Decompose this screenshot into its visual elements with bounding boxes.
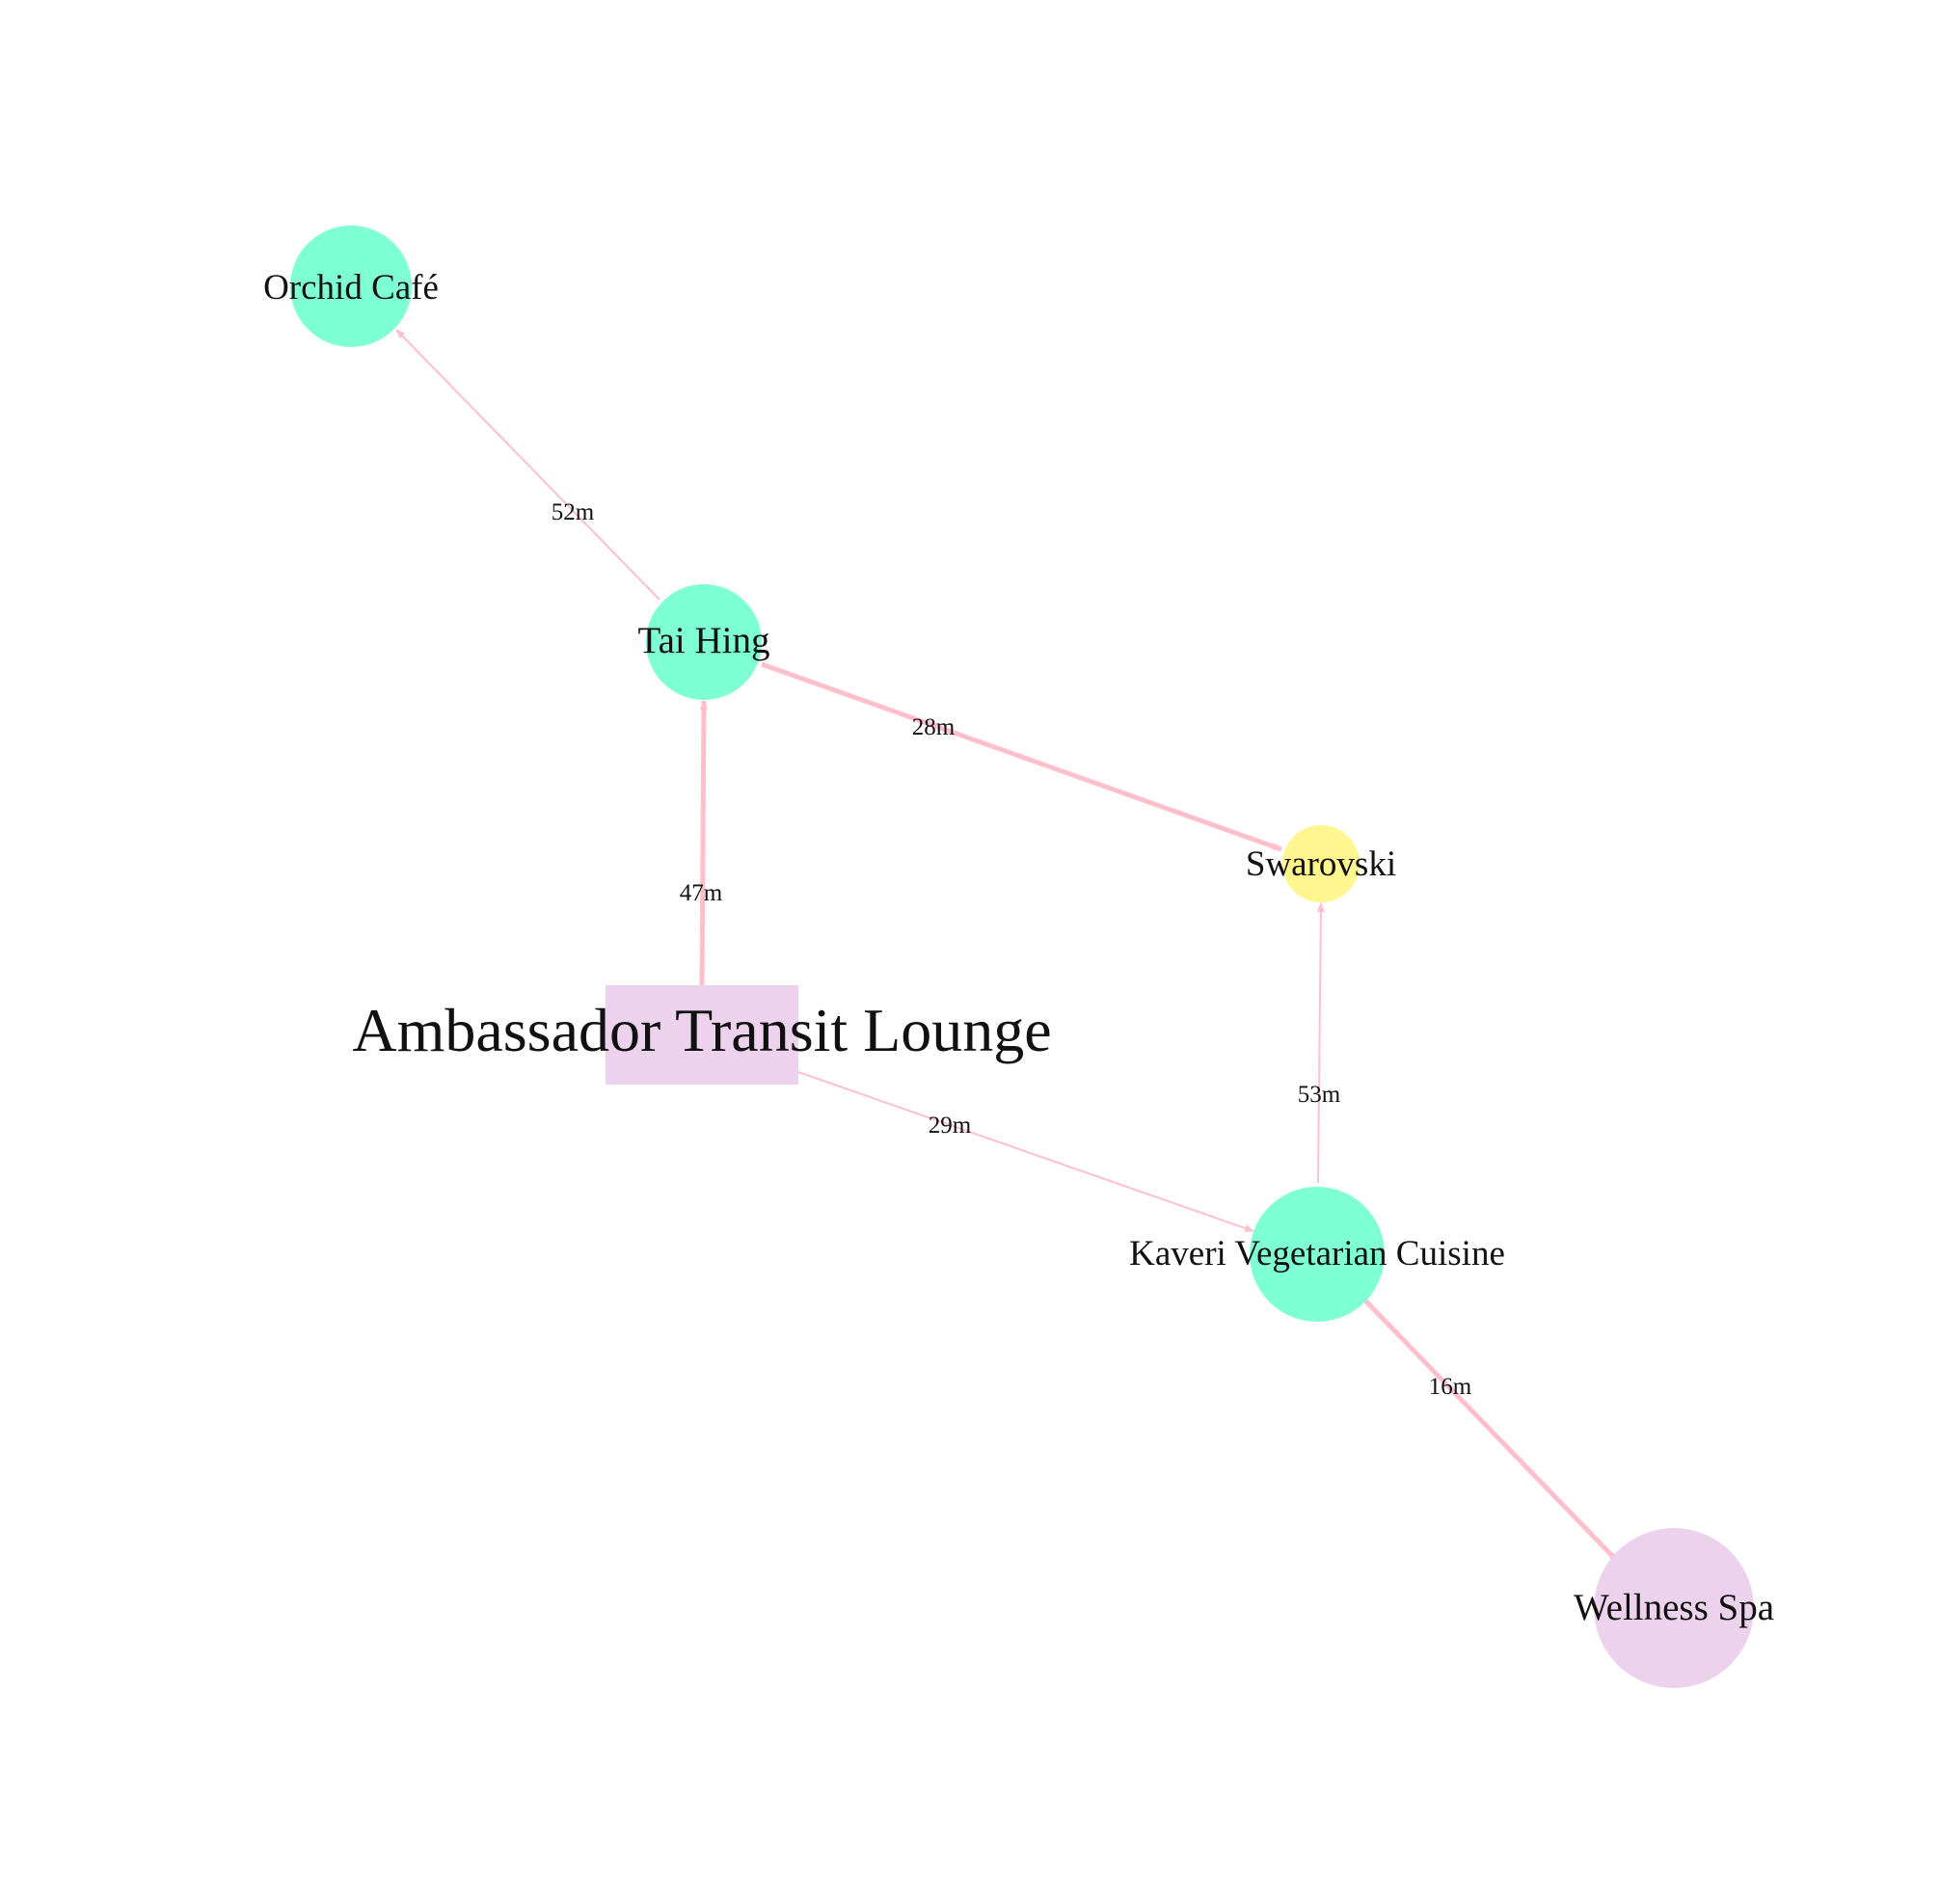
node-spa-circle bbox=[1594, 1528, 1754, 1688]
node-label-swarovski: Swarovski bbox=[1246, 845, 1396, 884]
node-label-taihing: Tai Hing bbox=[638, 620, 770, 661]
edge-taihing-to-swarovski bbox=[761, 661, 1282, 852]
node-swarovski-circle bbox=[1282, 825, 1360, 902]
nodes-layer bbox=[290, 226, 1754, 1688]
edge-lounge-to-kaveri bbox=[797, 1071, 1254, 1232]
edge-lounge-to-taihing bbox=[699, 700, 708, 986]
edge-label-lounge-taihing: 47m bbox=[680, 880, 723, 906]
edge-labels-layer: 52m 28m 47m 29m 53m 16m bbox=[552, 499, 1472, 1400]
edges-layer bbox=[395, 329, 1620, 1564]
edge-kaveri-to-spa bbox=[1361, 1297, 1620, 1564]
node-label-spa: Wellness Spa bbox=[1574, 1587, 1774, 1628]
node-label-kaveri: Kaveri Vegetarian Cuisine bbox=[1129, 1234, 1505, 1274]
node-kaveri-circle bbox=[1250, 1187, 1385, 1322]
edge-label-kaveri-swarovski: 53m bbox=[1298, 1082, 1341, 1108]
edge-label-lounge-kaveri: 29m bbox=[929, 1113, 972, 1139]
node-labels-layer: Ambassador Transit Lounge Orchid Café Ta… bbox=[263, 268, 1774, 1628]
node-lounge-box bbox=[606, 985, 798, 1085]
edge-label-taihing-swarovski: 28m bbox=[912, 714, 956, 740]
edge-label-taihing-orchid: 52m bbox=[552, 499, 595, 525]
node-label-lounge: Ambassador Transit Lounge bbox=[352, 996, 1051, 1064]
edge-taihing-to-orchid bbox=[395, 329, 660, 601]
edge-kaveri-to-swarovski bbox=[1316, 902, 1325, 1184]
node-taihing-circle bbox=[646, 584, 762, 700]
edge-label-kaveri-spa: 16m bbox=[1429, 1374, 1472, 1400]
node-orchid-circle bbox=[290, 226, 412, 347]
node-label-orchid: Orchid Café bbox=[263, 268, 439, 308]
